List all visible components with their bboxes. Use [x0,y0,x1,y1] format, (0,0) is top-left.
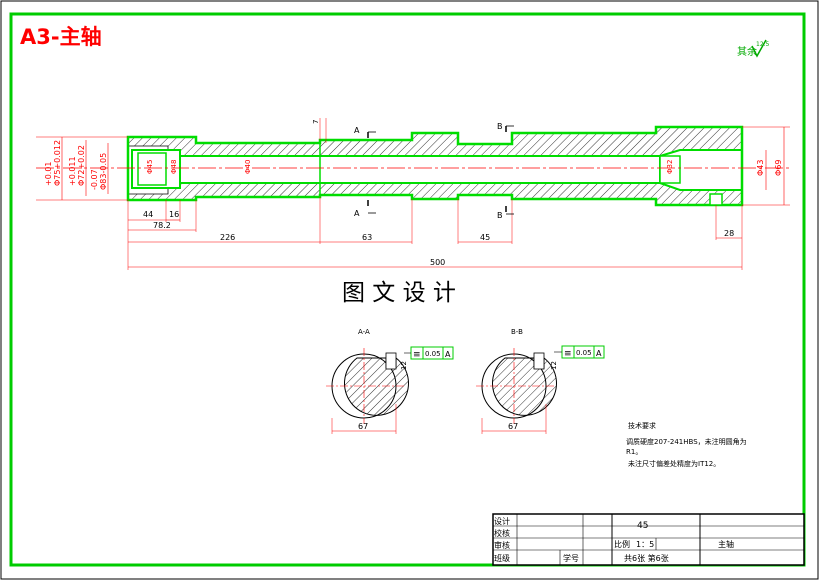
section-a-datum: A [445,350,451,359]
tolerance-frame-a: ≡ 0.05 A [404,346,454,360]
dim-length-226: 226 [220,233,235,242]
section-a-tol-value: 0.05 [425,350,441,358]
dim-length-500: 500 [430,258,445,267]
section-a-key-width: 12 [400,361,408,370]
title-block: 设计 校核 审核 班级 学号 45 比例 1：5 主轴 共6张 第6张 [492,513,805,566]
tb-row-class: 班级 [494,553,510,563]
section-view-a: A-A 67 12 ≡ 0.05 A [326,328,454,434]
tb-row-review: 审核 [494,540,510,550]
dim-diameter-75: Φ75+0.012+0.01 [44,140,62,186]
watermark-text: 图 文 设 计 [342,280,456,306]
dim-length-63: 63 [362,233,372,242]
dim-top-7: 7 [312,120,320,124]
section-b-title: B-B [511,328,523,336]
tech-notes-line2: R1。 [626,448,642,456]
dim-length-44: 44 [143,210,153,219]
dim-length-45: 45 [480,233,490,242]
dim-diameter-72: Φ72+0.02+0.011 [68,145,86,186]
section-a-width: 67 [358,422,368,431]
dim-diameter-83: Φ83-0.05-0.07 [90,153,108,190]
symmetry-icon-b: ≡ [564,349,572,359]
section-label-b-top: B [497,122,503,131]
dim-diameter-69: Φ69 [774,160,783,176]
dim-diameter-48: Φ48 [170,160,178,174]
dim-diameter-40: Φ40 [244,160,252,174]
tb-part-name: 主轴 [718,539,734,549]
dim-diameter-45: Φ45 [146,160,154,174]
dim-length-16: 16 [169,210,179,219]
technical-requirements: 技术要求 调质硬度207-241HBS，未注明圆角为 R1。 未注尺寸偏差处精度… [626,421,747,468]
tb-row-design: 设计 [494,516,510,526]
roughness-value: 12.5 [756,41,770,48]
roughness-icon: 其余 12.5 [737,39,770,58]
section-marker-a: A A [354,126,376,218]
section-marker-b: B B [497,122,514,220]
front-view-dimensions: Φ75+0.012+0.01 Φ72+0.02+0.011 Φ83-0.05-0… [44,118,790,270]
tech-notes-heading: 技术要求 [628,421,656,430]
section-b-tol-value: 0.05 [576,349,592,357]
section-b-datum: A [596,349,602,358]
dim-diameter-43: Φ43 [756,160,765,176]
tb-scale-value: 1：5 [636,540,654,549]
section-label-a-bottom: A [354,209,360,218]
section-label-a-top: A [354,126,360,135]
section-a-title: A-A [358,328,370,336]
tb-row-check: 校核 [494,528,510,538]
tolerance-frame-b: ≡ 0.05 A [554,345,605,359]
tb-scale-label: 比例 [614,539,630,549]
drawing-frame [9,12,806,567]
section-b-width: 67 [508,422,518,431]
tb-sheets: 共6张 第6张 [624,553,669,563]
tb-material: 45 [637,521,648,531]
tb-student-no-label: 学号 [563,553,579,563]
shaft-front-view [36,125,790,207]
section-view-b: B-B 67 12 ≡ 0.05 A [476,328,605,434]
dim-length-78-2: 78.2 [153,221,171,230]
roughness-prefix: 其余 [737,45,757,58]
sheet-title: A3-主轴 [20,25,102,49]
dim-length-28: 28 [724,229,734,238]
symmetry-icon: ≡ [413,350,421,360]
section-label-b-bottom: B [497,211,503,220]
section-b-key-width: 12 [550,361,558,370]
tech-notes-line1: 调质硬度207-241HBS，未注明圆角为 [626,437,747,446]
tech-notes-line3: 未注尺寸偏差处精度为IT12。 [628,459,720,468]
dim-diameter-32: Φ32 [666,160,674,174]
